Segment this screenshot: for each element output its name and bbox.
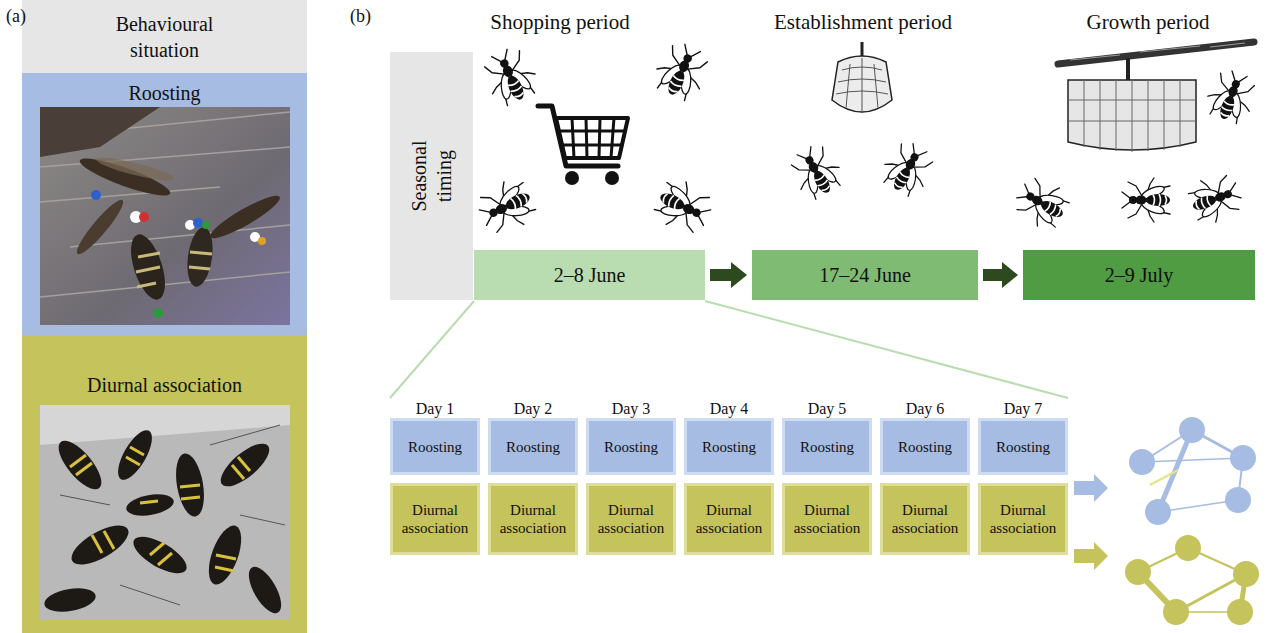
day-label: Day 6 xyxy=(880,399,970,418)
date-box: 2–8 June xyxy=(474,250,705,300)
box-label: Diurnal association xyxy=(494,501,572,537)
panel-letter: (a) xyxy=(6,6,46,28)
day-label: Day 2 xyxy=(488,399,578,418)
box-label: Roosting xyxy=(408,438,462,456)
roosting-day-box: Roosting xyxy=(880,418,970,475)
day-label: Day 5 xyxy=(782,399,872,418)
day-label: Day 7 xyxy=(978,399,1068,418)
period-heading: Establishment period xyxy=(713,10,1013,35)
box-label: 2–9 July xyxy=(1105,263,1173,287)
diurnal-day-box: Diurnal association xyxy=(586,483,676,555)
panel-letter: (b) xyxy=(350,6,390,28)
box-label: 17–24 June xyxy=(819,263,911,287)
box-label: Diurnal association xyxy=(690,501,768,537)
diurnal-day-box: Diurnal association xyxy=(488,483,578,555)
panel-title: Roosting xyxy=(22,81,307,105)
day-label: Day 1 xyxy=(390,399,480,418)
timeline-arrow xyxy=(710,262,747,288)
diurnal-panel: Diurnal association xyxy=(22,335,307,633)
timeline-arrow xyxy=(983,262,1018,288)
period-heading: Shopping period xyxy=(410,10,710,35)
box-label: Diurnal association xyxy=(788,501,866,537)
period-heading: Growth period xyxy=(998,10,1277,35)
arrow-shape xyxy=(710,262,747,288)
box-label: Diurnal association xyxy=(396,501,474,537)
box-label: Roosting xyxy=(604,438,658,456)
box-label: Roosting xyxy=(506,438,560,456)
date-box: 2–9 July xyxy=(1023,250,1255,300)
panel-title: Diurnal association xyxy=(22,373,307,397)
box-label: Roosting xyxy=(996,438,1050,456)
diurnal-day-box: Diurnal association xyxy=(978,483,1068,555)
roosting-day-box: Roosting xyxy=(684,418,774,475)
diurnal-association-photo xyxy=(40,405,290,620)
box-label: Roosting xyxy=(898,438,952,456)
roosting-day-box: Roosting xyxy=(586,418,676,475)
situation-header: Behavioural situation xyxy=(22,0,307,73)
roosting-day-box: Roosting xyxy=(488,418,578,475)
box-label: 2–8 June xyxy=(554,263,626,287)
arrow-shape xyxy=(983,262,1018,288)
diurnal-day-box: Diurnal association xyxy=(782,483,872,555)
date-box: 17–24 June xyxy=(752,250,978,300)
box-label: Roosting xyxy=(702,438,756,456)
seasonal-timing-box: Seasonal timing xyxy=(390,52,473,300)
roosting-day-box: Roosting xyxy=(978,418,1068,475)
diurnal-day-box: Diurnal association xyxy=(880,483,970,555)
box-label: Diurnal association xyxy=(886,501,964,537)
roosting-day-box: Roosting xyxy=(390,418,480,475)
box-label: Roosting xyxy=(800,438,854,456)
roosting-day-box: Roosting xyxy=(782,418,872,475)
box-label: Seasonal timing xyxy=(407,116,457,236)
day-label: Day 3 xyxy=(586,399,676,418)
diurnal-day-box: Diurnal association xyxy=(684,483,774,555)
diurnal-day-box: Diurnal association xyxy=(390,483,480,555)
box-label: Diurnal association xyxy=(592,501,670,537)
box-label: Behavioural situation xyxy=(95,11,235,63)
box-label: Diurnal association xyxy=(984,501,1062,537)
roosting-photo xyxy=(40,107,290,325)
roosting-panel: Roosting xyxy=(22,73,307,335)
day-label: Day 4 xyxy=(684,399,774,418)
